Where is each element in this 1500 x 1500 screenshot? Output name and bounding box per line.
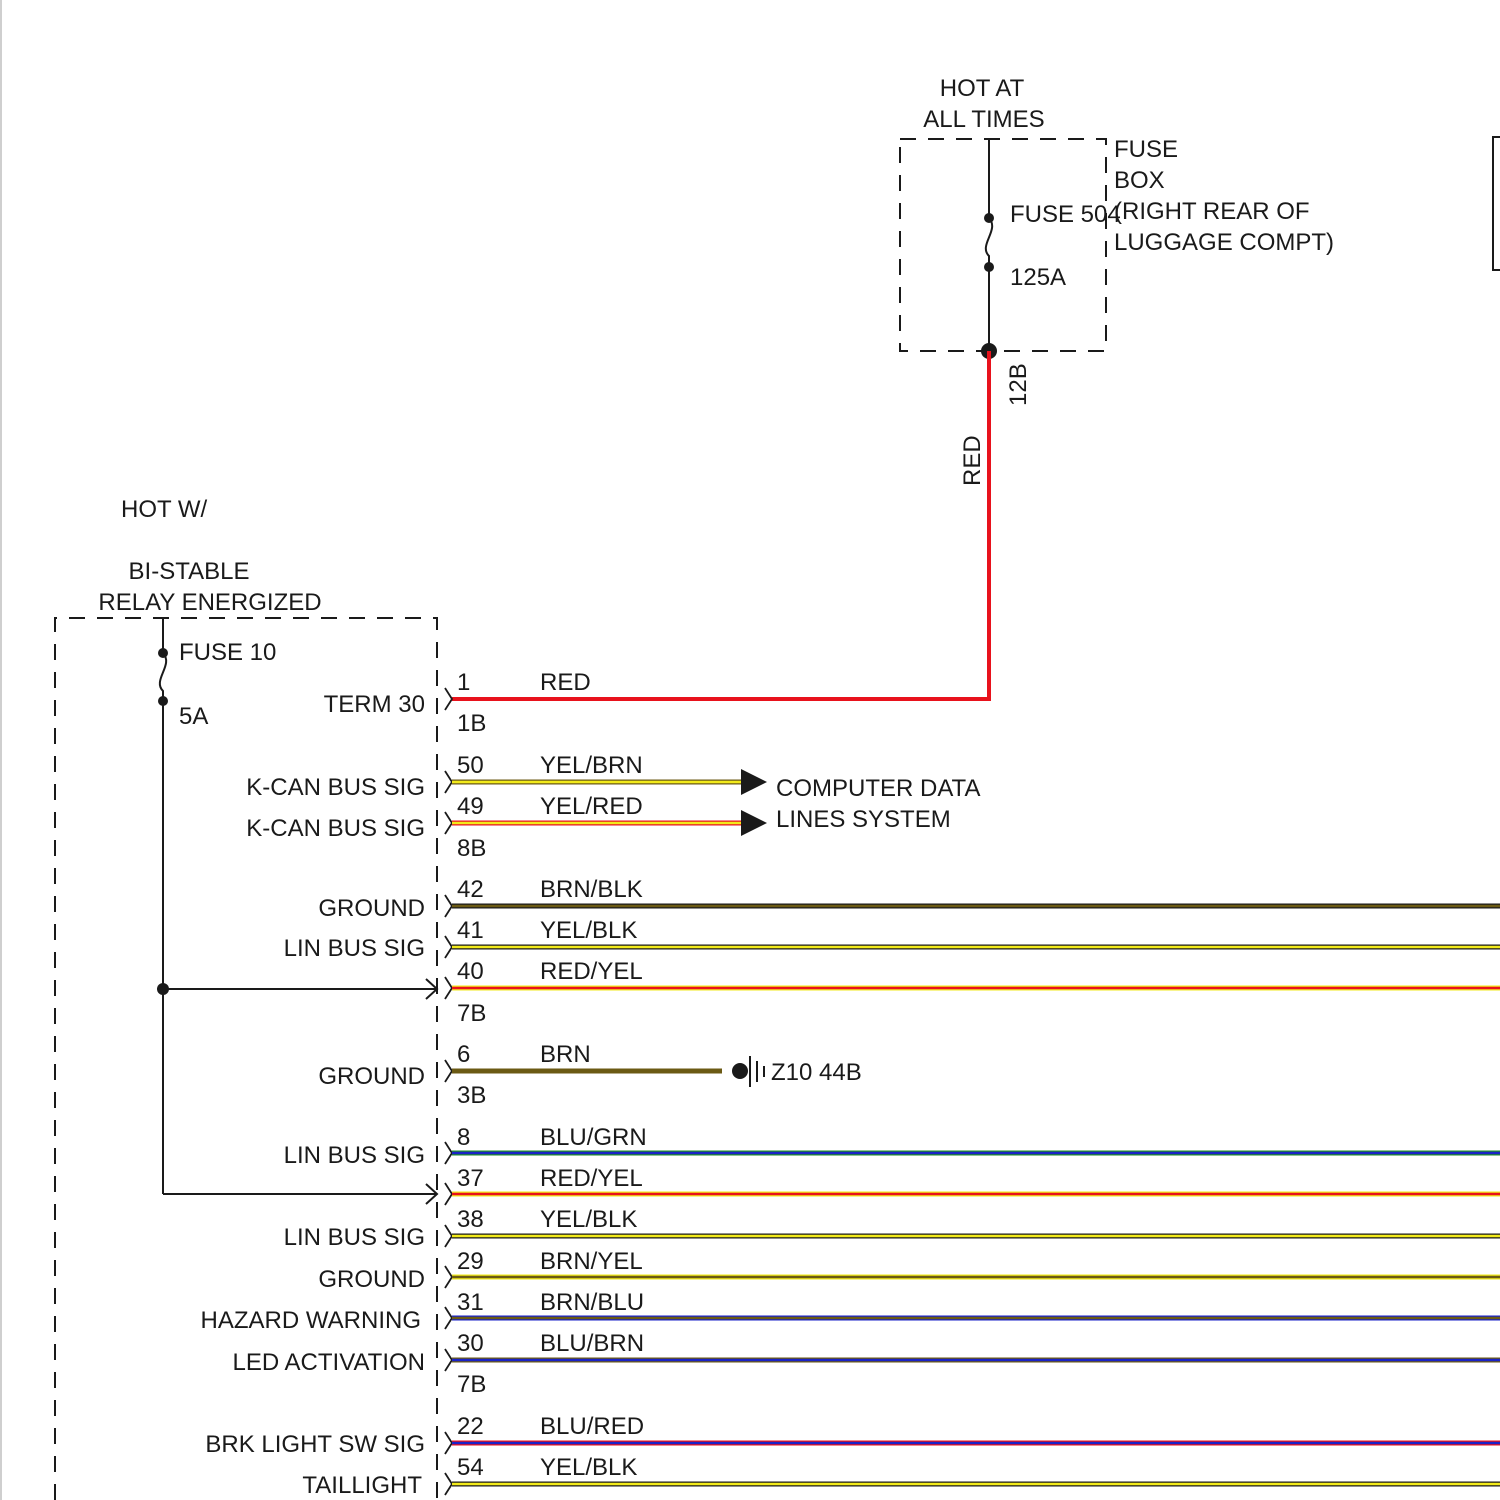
pin-number: 42	[457, 876, 484, 903]
wire-color-label: BLU/BRN	[540, 1330, 644, 1357]
fuse-10-label: FUSE 10	[179, 639, 276, 666]
pin-function: HAZARD WARNING	[201, 1307, 421, 1334]
pin-bracket	[445, 936, 452, 958]
pin-function: GROUND	[318, 895, 425, 922]
pin-number: 38	[457, 1206, 484, 1233]
wire-color-label: RED	[540, 669, 591, 696]
arrow-to-data-lines-2	[741, 810, 767, 836]
pin-function: GROUND	[318, 1063, 425, 1090]
pin-function: LIN BUS SIG	[284, 1142, 425, 1169]
term30-feed-wire	[452, 351, 989, 699]
fuse-10-symbol	[160, 653, 166, 701]
wire-color-label: RED/YEL	[540, 958, 643, 985]
connector-id: 7B	[457, 1371, 486, 1398]
data-lines-label-2: LINES SYSTEM	[776, 806, 951, 833]
wire-color-label: YEL/RED	[540, 793, 643, 820]
fuse-504-rating: 125A	[1010, 264, 1066, 291]
fuse-box-location-1: (RIGHT REAR OF	[1114, 198, 1310, 225]
fuse-box-title-2: ALL TIMES	[923, 106, 1044, 133]
pin-bracket	[445, 1060, 452, 1082]
pin-bracket	[445, 895, 452, 917]
pin-number: 29	[457, 1248, 484, 1275]
pin-bracket	[445, 1473, 452, 1495]
pin-number: 22	[457, 1413, 484, 1440]
fuse-504-label: FUSE 504	[1010, 201, 1121, 228]
pin-bracket	[445, 812, 452, 834]
pin-bracket	[445, 688, 452, 710]
pin-bracket	[445, 1266, 452, 1288]
wire-color-label: RED/YEL	[540, 1165, 643, 1192]
connector-id: 7B	[457, 1000, 486, 1027]
pin-bracket	[445, 1349, 452, 1371]
pin-number: 54	[457, 1454, 484, 1481]
wire-color-label: BRN	[540, 1041, 591, 1068]
pin-function: GROUND	[318, 1266, 425, 1293]
pin-bracket	[445, 1225, 452, 1247]
connector-id: 1B	[457, 710, 486, 737]
fuse-box-title-1: HOT AT	[940, 75, 1025, 102]
fuse-box-name-2: BOX	[1114, 167, 1165, 194]
fuse-box-wire-color: RED	[959, 435, 986, 486]
pin-number: 6	[457, 1041, 470, 1068]
fuse-504-symbol	[986, 218, 992, 267]
fuse-10-rating: 5A	[179, 703, 208, 730]
fuse-box-name-1: FUSE	[1114, 136, 1178, 163]
pin-number: 30	[457, 1330, 484, 1357]
module-title-3: RELAY ENERGIZED	[98, 589, 321, 616]
pin-number: 37	[457, 1165, 484, 1192]
fuse-box: HOT AT ALL TIMES FUSE BOX (RIGHT REAR OF…	[900, 75, 1334, 486]
data-lines-label-1: COMPUTER DATA	[776, 775, 980, 802]
pin-bracket	[445, 771, 452, 793]
edge-component	[1493, 137, 1500, 270]
computer-data-lines: COMPUTER DATA LINES SYSTEM	[741, 769, 980, 836]
fuse-box-outline	[900, 139, 1106, 351]
pin-number: 49	[457, 793, 484, 820]
pin-bracket	[445, 977, 452, 999]
pin-number: 41	[457, 917, 484, 944]
pin-bracket	[445, 1142, 452, 1164]
pin-number: 1	[457, 669, 470, 696]
arrow-to-data-lines-1	[741, 769, 767, 795]
pin-function: BRK LIGHT SW SIG	[205, 1431, 425, 1458]
pin-function: TAILLIGHT	[302, 1472, 422, 1499]
pin-bracket	[445, 1307, 452, 1329]
connector-id: 8B	[457, 835, 486, 862]
wire-color-label: BLU/GRN	[540, 1124, 647, 1151]
fuse-box-location-2: LUGGAGE COMPT)	[1114, 229, 1334, 256]
pin-function: K-CAN BUS SIG	[246, 774, 425, 801]
wire-color-label: YEL/BLK	[540, 917, 637, 944]
wire-color-label: BRN/BLU	[540, 1289, 644, 1316]
wire-color-label: BRN/YEL	[540, 1248, 643, 1275]
pin-number: 31	[457, 1289, 484, 1316]
pin-bracket	[445, 1432, 452, 1454]
pin-function: LIN BUS SIG	[284, 935, 425, 962]
connector-pins	[445, 688, 452, 1495]
wire-color-label: YEL/BLK	[540, 1206, 637, 1233]
pin-function: LIN BUS SIG	[284, 1224, 425, 1251]
pin-number: 40	[457, 958, 484, 985]
connector-id: 3B	[457, 1082, 486, 1109]
pin-function: K-CAN BUS SIG	[246, 815, 425, 842]
ground-splice	[732, 1063, 748, 1079]
module-title-2: BI-STABLE	[129, 558, 250, 585]
pin-number: 50	[457, 752, 484, 779]
wire-color-label: BRN/BLK	[540, 876, 643, 903]
pin-function: TERM 30	[324, 691, 425, 718]
pin-bracket	[445, 1183, 452, 1205]
pin-function: LED ACTIVATION	[233, 1349, 425, 1376]
ground-point: Z10 44B	[732, 1056, 862, 1087]
wire-color-label: YEL/BRN	[540, 752, 643, 779]
pin-number: 8	[457, 1124, 470, 1151]
wire-color-label: BLU/RED	[540, 1413, 644, 1440]
pin-labels: 1 RED TERM 30 1B 50 YEL/BRN K-CAN BUS SI…	[201, 669, 647, 1499]
fuse-box-pin-12b: 12B	[1005, 363, 1032, 406]
wire-color-label: YEL/BLK	[540, 1454, 637, 1481]
ground-point-label: Z10 44B	[771, 1059, 862, 1086]
module-title-1: HOT W/	[121, 496, 208, 523]
